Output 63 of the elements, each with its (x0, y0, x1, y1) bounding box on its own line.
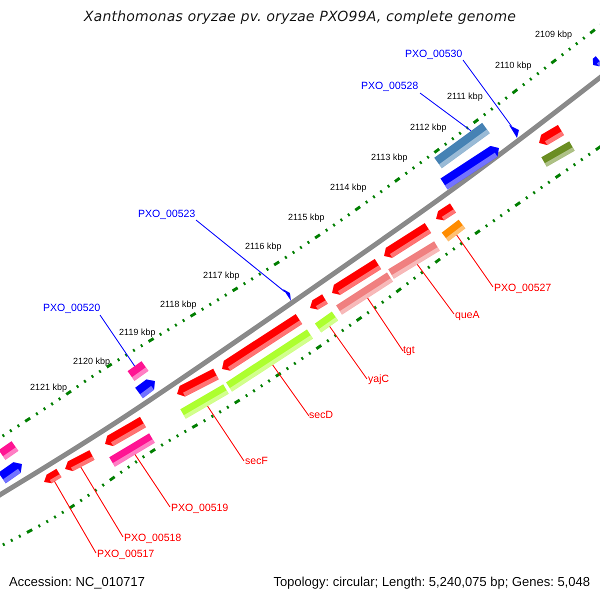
gene-feature (44, 468, 62, 484)
footer-text: Accession: NC_010717 (9, 574, 145, 590)
leader-line (272, 364, 310, 416)
gene-bar (128, 361, 148, 381)
scale-label: 2121 kbp (30, 382, 68, 393)
gene-feature (135, 379, 155, 398)
leader-line (196, 220, 286, 292)
scale-label: 2114 kbp (330, 182, 366, 193)
gene-bar (226, 329, 313, 392)
gene-label: PXO_00527 (494, 282, 552, 295)
scale-label: 2116 kbp (245, 241, 282, 252)
gene-bar (180, 384, 229, 419)
scale-label: 2112 kbp (410, 122, 446, 133)
leader-line (462, 60, 512, 127)
leader-line (207, 406, 244, 462)
leader-line (80, 466, 124, 538)
scale-label: 2117 kbp (203, 270, 240, 281)
leader-line (100, 314, 136, 367)
gene-label: PXO_00518 (124, 532, 182, 545)
scale-label: 2119 kbp (119, 327, 156, 338)
leader-line (54, 481, 96, 554)
gene-marker (509, 125, 519, 138)
gene-bar (442, 220, 466, 242)
gene-label: PXO_00520 (43, 302, 100, 315)
gene-feature (592, 56, 600, 66)
gene-label: PXO_00530 (405, 48, 462, 61)
leader-line (420, 92, 472, 132)
scale-label: 2110 kbp (495, 60, 532, 71)
gene-bar (109, 433, 155, 467)
leader-line (456, 234, 494, 288)
gene-feature (65, 450, 95, 472)
leader-line (134, 454, 170, 508)
gene-feature (539, 124, 564, 146)
leader-line (329, 326, 368, 380)
scale-label: 2118 kbp (160, 299, 196, 310)
leader-line (367, 298, 404, 352)
scale-label: 2109 kbp (535, 29, 572, 40)
gene-feature (436, 203, 456, 220)
leader-line (416, 264, 454, 314)
gene-label: tgt (403, 344, 415, 357)
gene-feature (0, 462, 22, 484)
gene-bar (0, 441, 18, 460)
gene-bar (388, 241, 440, 279)
gene-label: PXO_00528 (361, 80, 418, 93)
gene-label: secF (245, 455, 268, 468)
gene-bar (541, 141, 575, 167)
gene-bar (336, 272, 393, 315)
title: Xanthomonas oryzae pv. oryzae PXO99A, complete genome (82, 9, 518, 25)
scale-label: 2113 kbp (371, 152, 408, 163)
gene-label: PXO_00523 (138, 208, 196, 221)
gene-feature (440, 146, 499, 190)
footer-text: Topology: circular; Length: 5,240,075 bp; Genes: 5,048 (273, 574, 590, 590)
gene-label: secD (309, 409, 333, 422)
scale-label: 2120 kbp (73, 356, 110, 367)
gene-label: queA (455, 309, 480, 322)
gene-label: PXO_00517 (97, 548, 154, 561)
scale-label: 2111 kbp (447, 91, 483, 102)
scale-label: 2115 kbp (288, 212, 324, 223)
gene-feature (310, 294, 328, 310)
gene-label: yajC (368, 373, 390, 386)
gene-marker (283, 289, 291, 301)
gene-bar (314, 312, 338, 332)
gene-label: PXO_00519 (171, 502, 228, 515)
